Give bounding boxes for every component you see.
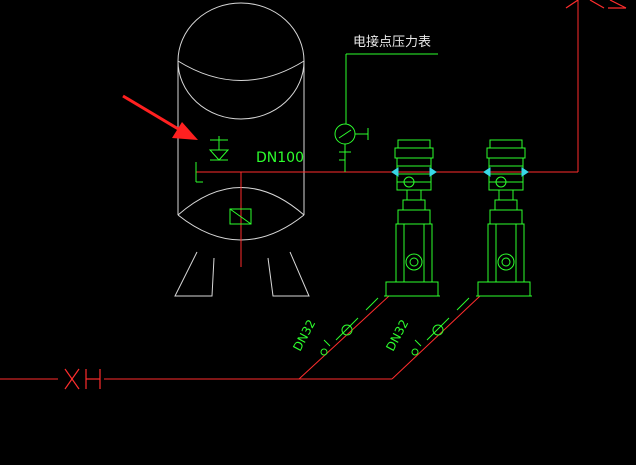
suction-valve-2 [411, 297, 470, 356]
pressure-gauge-icon [334, 53, 438, 172]
suction-pipe-size-right: DN32 [383, 317, 411, 353]
suction-valve-1 [320, 297, 379, 356]
xh-line-glyph [64, 368, 101, 390]
tank-legs [174, 251, 310, 297]
header-connection-markers [391, 167, 529, 177]
main-pipe-size-label: DN100 [256, 150, 304, 166]
top-right-glyph [565, 0, 627, 9]
pressure-gauge-label: 电接点压力表 [353, 34, 431, 50]
tank-bottom-valve [229, 208, 252, 225]
pipe-network [0, 0, 579, 380]
suction-pipe-size-left: DN32 [290, 317, 318, 353]
annotation-arrow [122, 94, 198, 140]
pump-unit-2 [476, 139, 532, 297]
pressure-tank [177, 2, 305, 241]
tank-inlet-valve [195, 136, 230, 183]
pump-unit-1 [384, 139, 440, 297]
